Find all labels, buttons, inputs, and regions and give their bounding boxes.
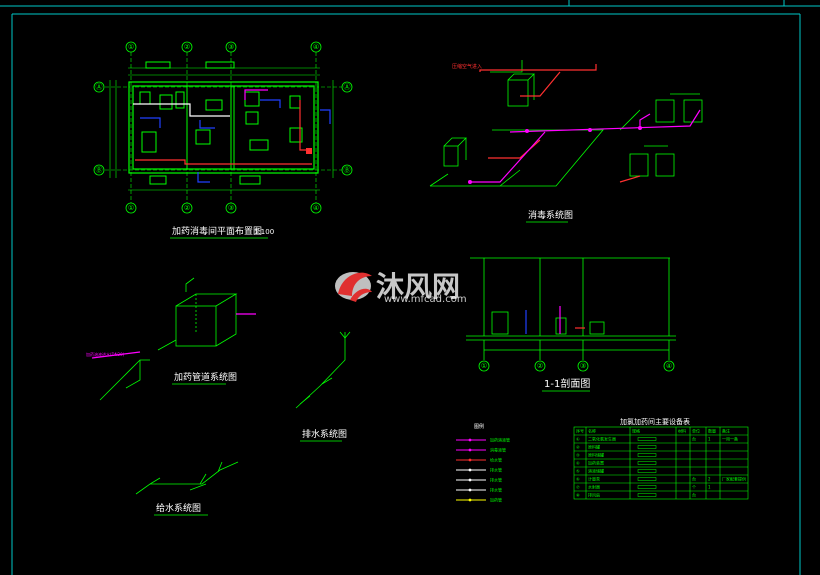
plan-axis-bottom-4: ④ xyxy=(313,204,319,212)
table-spec-placeholder xyxy=(637,477,657,481)
table-cell: 1 xyxy=(708,437,711,442)
disinfection-inlet-label: 压缩空气进入 xyxy=(452,63,482,70)
plan-axis-bottom-3: ③ xyxy=(228,204,234,212)
legend-label: 加药管 xyxy=(490,497,502,503)
watermark: 沐风网 www.mfcad.com xyxy=(335,270,467,305)
watermark-brand: 沐风网 xyxy=(376,270,460,303)
legend-swatch-marker xyxy=(468,438,472,442)
section-axis-3: ③ xyxy=(580,362,586,370)
table-cell: 个 xyxy=(692,485,696,490)
drainage-title: 排水系统图 xyxy=(302,428,347,440)
table-spec-placeholder xyxy=(637,461,657,465)
table-spec-placeholder xyxy=(637,469,657,473)
table-header-cell: 名称 xyxy=(588,428,596,434)
section-title: 1-1剖面图 xyxy=(544,377,590,390)
dosing-inlet-label: 加药溶液进水(DN20) xyxy=(86,351,125,357)
table-header-cell: 材料 xyxy=(678,428,686,434)
section-axis-1: ① xyxy=(481,362,487,370)
table-cell: ③ xyxy=(576,453,580,458)
table-cell: 台 xyxy=(692,476,696,482)
legend-label: 排水管 xyxy=(490,487,502,493)
table-cell: ① xyxy=(576,437,580,442)
plan-axis-right-b: Ⓑ xyxy=(344,166,351,174)
plan-scale: 1:100 xyxy=(254,228,274,236)
table-spec-placeholder xyxy=(637,485,657,489)
table-cell: 2 xyxy=(708,477,711,482)
watermark-url: www.mfcad.com xyxy=(384,294,467,305)
water-supply-diagram: 给水系统图 xyxy=(135,461,239,516)
plan-view: ① ② ③ ④ ① ② ③ ④ Ⓐ Ⓑ Ⓐ Ⓑ 加药消毒间平面布置图 1:100 xyxy=(93,41,353,239)
legend-swatch-marker xyxy=(468,468,472,472)
plan-axis-top-3: ③ xyxy=(228,43,234,51)
equipment-table-title: 加氯加药间主要设备表 xyxy=(620,417,690,426)
table-cell: 溶液储罐 xyxy=(588,468,604,474)
table-header-cell: 序号 xyxy=(576,428,584,434)
table-header-cell: 规格 xyxy=(632,428,640,434)
table-cell: 二氧化氯发生器 xyxy=(588,436,616,442)
table-cell: ⑦ xyxy=(576,485,580,490)
legend-label: 给水管 xyxy=(490,457,502,463)
legend-title: 图例 xyxy=(474,423,484,430)
table-cell: ⑥ xyxy=(576,477,580,482)
table-cell: 厂家配套提供 xyxy=(722,476,746,482)
legend-swatch-marker xyxy=(468,498,472,502)
table-cell: ⑤ xyxy=(576,469,580,474)
section-axis-4: ④ xyxy=(666,362,672,370)
plan-title: 加药消毒间平面布置图 xyxy=(172,225,262,237)
table-cell: 计量泵 xyxy=(588,476,600,482)
table-cell: 加药装置 xyxy=(588,460,604,466)
table-header-cell: 数量 xyxy=(708,428,716,434)
table-spec-placeholder xyxy=(637,453,657,457)
table-header-cell: 单位 xyxy=(692,428,700,434)
plan-axis-top-2: ② xyxy=(184,43,190,51)
legend-swatch-marker xyxy=(468,478,472,482)
table-cell: 一用一备 xyxy=(722,436,738,442)
table-cell: 台 xyxy=(692,492,696,498)
plan-axis-bottom-2: ② xyxy=(184,204,190,212)
section-1-1: ① ② ③ ④ 1-1剖面图 xyxy=(466,257,676,392)
table-cell: ⑧ xyxy=(576,493,580,498)
plan-axis-left-a: Ⓐ xyxy=(96,83,103,91)
dosing-pipe-diagram: 加药溶液进水(DN20) 加药管道系统图 xyxy=(86,277,256,401)
plan-axis-right-a: Ⓐ xyxy=(344,83,351,91)
table-cell: 原料储罐 xyxy=(588,452,604,458)
legend-label: 排水管 xyxy=(490,467,502,473)
watermark-logo-icon xyxy=(335,272,372,302)
table-cell: 原料罐 xyxy=(588,444,600,450)
plan-axis-bottom-1: ① xyxy=(128,204,134,212)
table-spec-placeholder xyxy=(637,493,657,497)
table-spec-placeholder xyxy=(637,445,657,449)
legend-swatch-marker xyxy=(468,488,472,492)
disinfection-title: 消毒系统图 xyxy=(528,209,573,221)
table-cell: 台 xyxy=(692,436,696,442)
table-header-cell: 备注 xyxy=(722,428,730,434)
table-cell: ② xyxy=(576,445,580,450)
dosing-title: 加药管道系统图 xyxy=(174,371,237,383)
table-cell: 水射器 xyxy=(588,484,600,490)
plan-axis-left-b: Ⓑ xyxy=(96,166,103,174)
table-cell: ④ xyxy=(576,461,580,466)
legend-swatch-marker xyxy=(468,448,472,452)
drainage-system-diagram: 排水系统图 xyxy=(295,331,351,442)
section-axis-2: ② xyxy=(537,362,543,370)
legend-label: 消毒液管 xyxy=(490,447,506,453)
legend-swatch-marker xyxy=(468,458,472,462)
legend-label: 加药溶液管 xyxy=(490,437,510,443)
table-border xyxy=(573,426,749,500)
disinfection-system-diagram: 压缩空气进入 消毒系统图 xyxy=(429,60,703,223)
table-spec-placeholder xyxy=(637,437,657,441)
table-cell: 排风扇 xyxy=(588,492,600,498)
table-cell: 1 xyxy=(708,485,711,490)
plan-axis-top-4: ④ xyxy=(313,43,319,51)
plan-axis-top-1: ① xyxy=(128,43,134,51)
water-supply-title: 给水系统图 xyxy=(156,502,201,514)
legend-label: 排水管 xyxy=(490,477,502,483)
